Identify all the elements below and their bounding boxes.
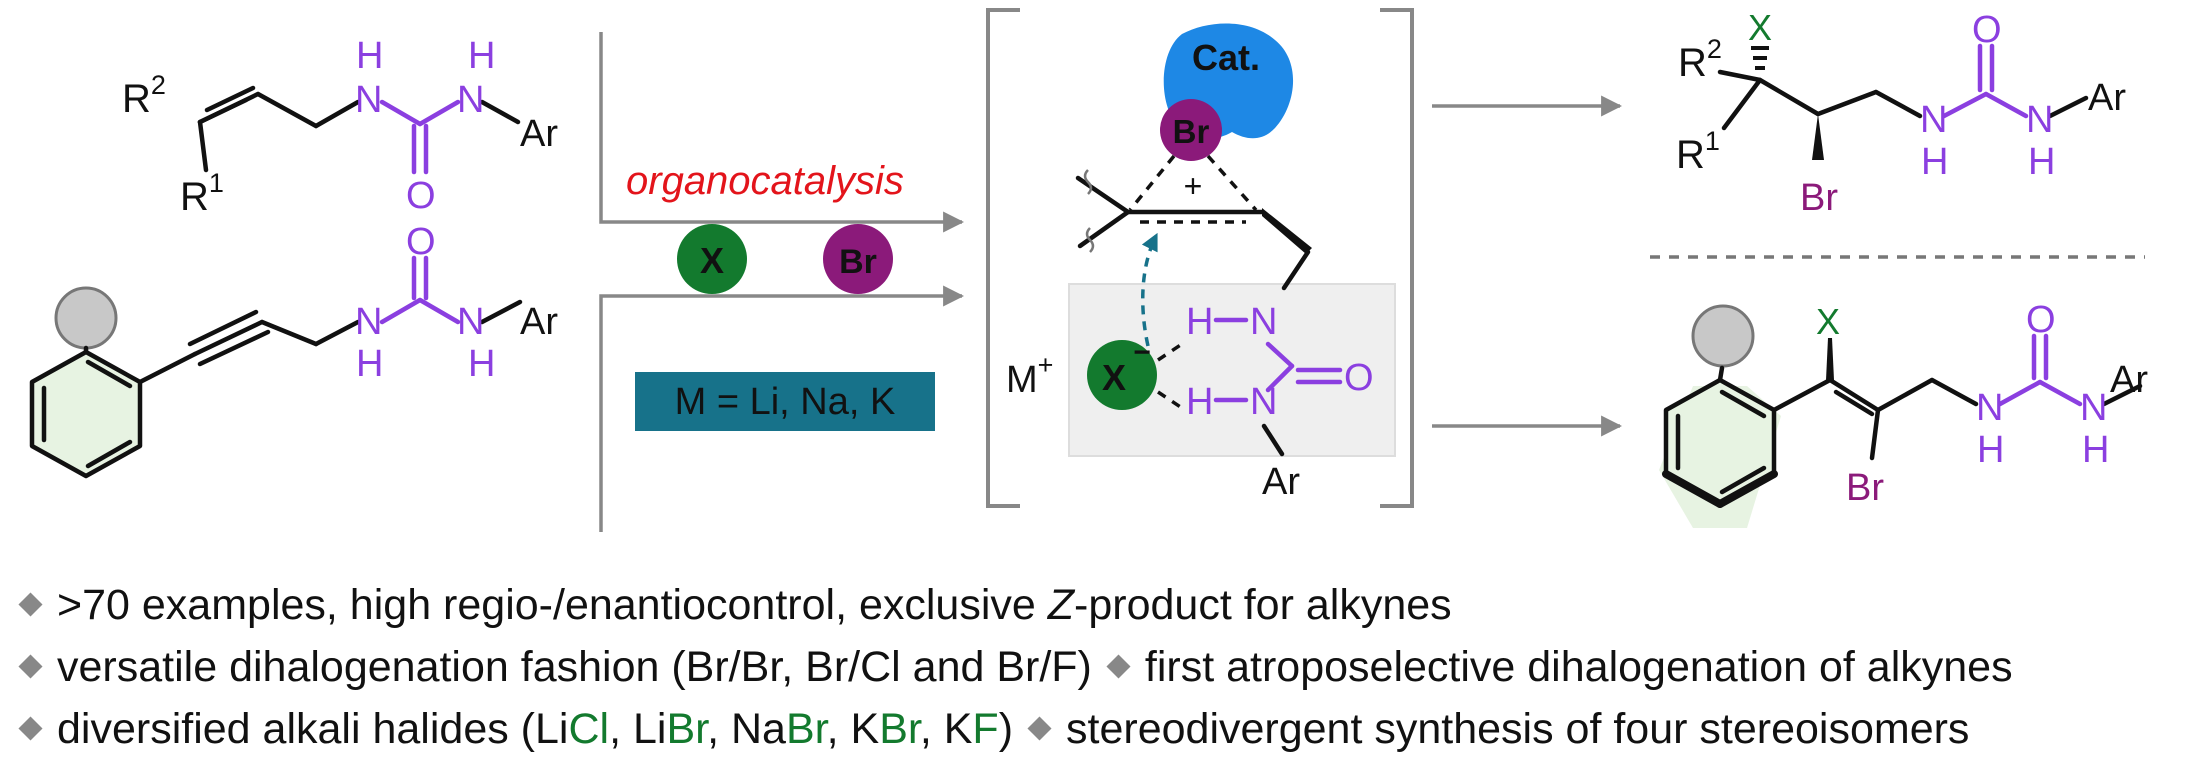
diamond-icon (18, 592, 43, 617)
dihalide-product: X R2 R1 Br O N H N H Ar (1676, 7, 2126, 219)
diamond-icon (18, 654, 43, 679)
bullet-line-1: >70 examples, high regio-/enantiocontrol… (14, 574, 2174, 636)
salt-box (635, 372, 935, 431)
alkyne-n2-label: N (457, 301, 484, 343)
alkyne-h1-label: H (356, 343, 383, 385)
svg-text:N: N (2026, 99, 2053, 141)
reaction-arrows: organocatalysis X Br M = Li, Na, K (599, 32, 965, 532)
svg-text:H: H (1186, 301, 1213, 343)
bromine-badge (823, 224, 893, 294)
ar-label: Ar (520, 113, 558, 155)
diamond-icon (18, 716, 43, 741)
alkyne-ar-label: Ar (520, 301, 558, 343)
alkene-substrate: R2 R1 H N H N O Ar (122, 35, 558, 219)
metal-cation-label: M+ (1006, 350, 1053, 401)
svg-text:X: X (700, 240, 724, 281)
svg-text:N: N (1920, 99, 1947, 141)
svg-text:N: N (1250, 381, 1277, 423)
svg-text:N: N (1250, 301, 1277, 343)
svg-text:H: H (2082, 429, 2109, 471)
svg-text:R2: R2 (1678, 34, 1722, 85)
svg-text:N: N (2080, 387, 2107, 429)
svg-text:H: H (2028, 141, 2055, 183)
alkyne-h2-label: H (468, 343, 495, 385)
condition-text: organocatalysis (626, 159, 904, 203)
halide-x-badge (677, 224, 747, 294)
nh2-h-label: H (468, 35, 495, 77)
nh-n-label: N (355, 79, 382, 121)
svg-text:Br: Br (1173, 113, 1210, 150)
diamond-icon (1106, 654, 1131, 679)
alkyne-n1-label: N (355, 301, 382, 343)
svg-text:X: X (1816, 301, 1840, 342)
svg-text:H: H (1977, 429, 2004, 471)
alkyne-substrate: O N H N H Ar (29, 221, 558, 479)
svg-text:−: − (1133, 336, 1151, 369)
svg-text:Ar: Ar (1262, 461, 1300, 503)
svg-text:R1: R1 (1676, 126, 1720, 177)
svg-text:Ar: Ar (2110, 359, 2148, 401)
svg-text:O: O (2026, 299, 2056, 341)
alkene-product: X Br O N H N H Ar (1659, 299, 2148, 528)
svg-text:+: + (1184, 168, 1203, 204)
bullet-line-3: diversified alkali halides (LiCl, LiBr, … (14, 698, 2174, 760)
carbonyl-o-label: O (406, 175, 436, 217)
transition-state: Cat. Br + M+ X − H N O H N Ar (986, 8, 1414, 508)
nh-h-label: H (356, 35, 383, 77)
nh2-n-label: N (457, 79, 484, 121)
r1-label: R1 (180, 168, 224, 219)
r2-label: R2 (122, 70, 166, 121)
svg-text:M = Li, Na, K: M = Li, Na, K (675, 381, 896, 423)
bullet-line-2: versatile dihalogenation fashion (Br/Br,… (14, 636, 2174, 698)
halide-anion (1087, 340, 1157, 410)
svg-text:H: H (1186, 381, 1213, 423)
svg-text:Br: Br (1846, 467, 1884, 509)
svg-text:H: H (1921, 141, 1948, 183)
svg-text:Br: Br (839, 243, 877, 281)
ts-bromine (1160, 99, 1222, 161)
svg-text:Br: Br (1800, 177, 1838, 219)
svg-text:X: X (1102, 357, 1126, 398)
svg-text:N: N (1976, 387, 2003, 429)
summary-bullets: >70 examples, high regio-/enantiocontrol… (14, 574, 2174, 760)
svg-text:O: O (1972, 9, 2002, 51)
svg-text:Ar: Ar (2088, 77, 2126, 119)
svg-text:O: O (1344, 357, 1374, 399)
svg-text:X: X (1748, 7, 1772, 48)
svg-text:Cat.: Cat. (1192, 37, 1260, 78)
diamond-icon (1027, 716, 1052, 741)
alkyne-o-label: O (406, 221, 436, 263)
